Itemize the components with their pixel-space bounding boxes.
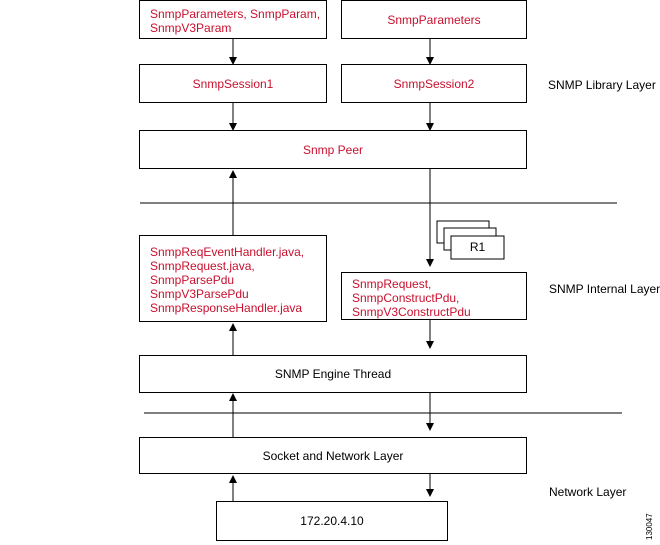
layer-label-library: SNMP Library Layer [548, 78, 656, 92]
box-session2: SnmpSession2 [341, 64, 527, 103]
box-params-right: SnmpParameters [341, 0, 527, 39]
handlers-line-3: SnmpParsePdu [150, 273, 235, 287]
stack-card-label: R1 [469, 240, 486, 254]
handlers-line-1: SnmpReqEventHandler.java, [150, 245, 305, 259]
layer-label-internal: SNMP Internal Layer [549, 282, 660, 296]
box-construct: SnmpRequest, SnmpConstructPdu, SnmpV3Con… [341, 272, 527, 320]
box-session1: SnmpSession1 [139, 64, 327, 103]
box-socket-network: Socket and Network Layer [139, 437, 527, 474]
stack-card-front [450, 235, 505, 260]
box-params-left: SnmpParameters, SnmpParam, SnmpV3Param [139, 0, 327, 39]
box-address: 172.20.4.10 [216, 501, 448, 541]
params-left-line-1: SnmpParameters, SnmpParam, [150, 7, 321, 21]
socket-network-label: Socket and Network Layer [262, 448, 404, 463]
construct-line-1: SnmpRequest, [352, 277, 432, 291]
box-handlers: SnmpReqEventHandler.java, SnmpRequest.ja… [139, 235, 327, 322]
handlers-line-5: SnmpResponseHandler.java [150, 301, 303, 315]
construct-line-3: SnmpV3ConstructPdu [352, 305, 471, 319]
box-snmp-peer: Snmp Peer [139, 130, 527, 169]
params-right-label: SnmpParameters [387, 12, 481, 27]
address-label: 172.20.4.10 [300, 514, 364, 528]
snmp-peer-label: Snmp Peer [302, 142, 364, 157]
box-engine-thread: SNMP Engine Thread [139, 355, 527, 393]
session2-label: SnmpSession2 [393, 76, 475, 91]
params-left-line-2: SnmpV3Param [150, 21, 232, 35]
figure-id: 130047 [645, 513, 654, 540]
construct-line-2: SnmpConstructPdu, [352, 291, 460, 305]
engine-thread-label: SNMP Engine Thread [274, 367, 392, 381]
handlers-line-4: SnmpV3ParsePdu [150, 287, 249, 301]
session1-label: SnmpSession1 [192, 76, 274, 91]
handlers-line-2: SnmpRequest.java, [150, 259, 255, 273]
layer-label-network: Network Layer [549, 485, 627, 499]
